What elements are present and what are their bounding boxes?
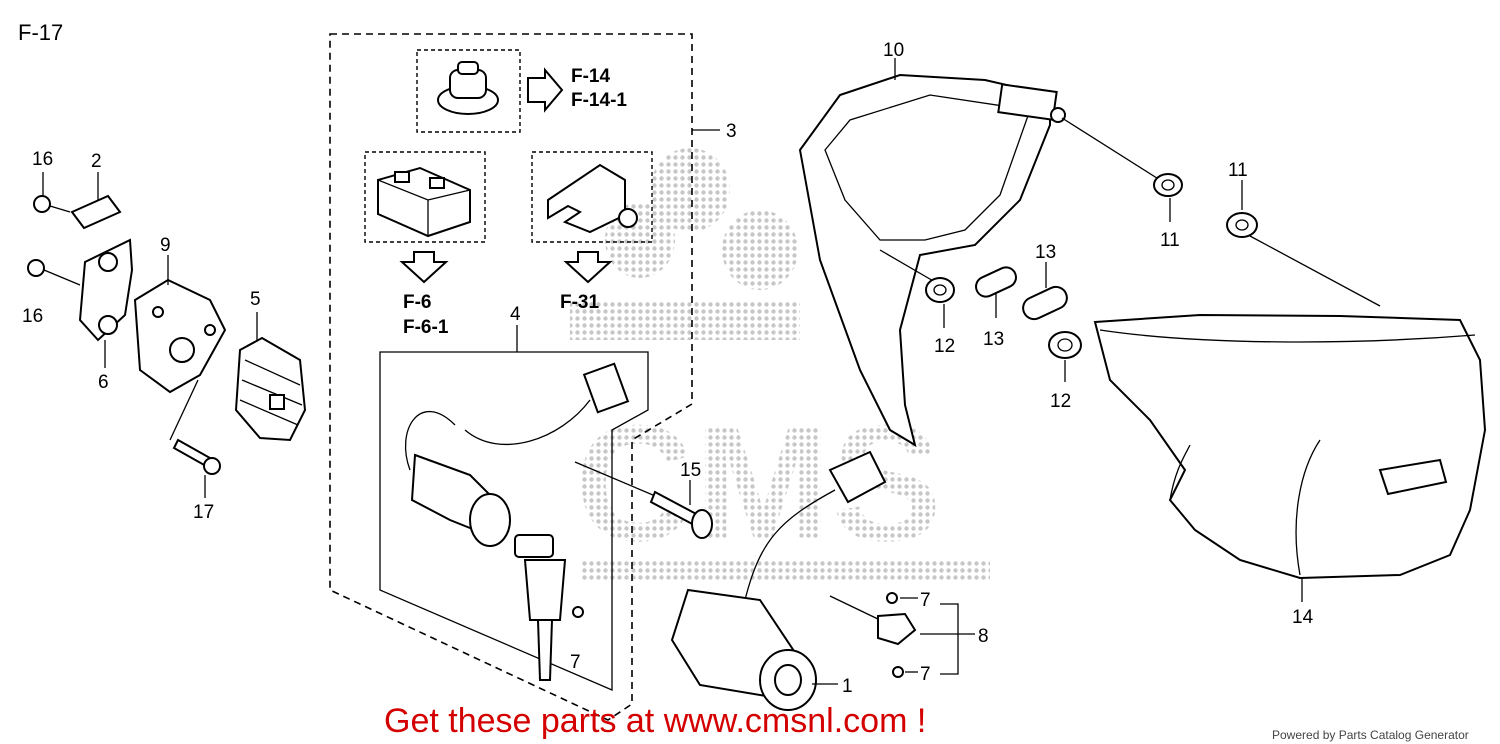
bolt-16-lower (27, 259, 81, 286)
callout-5: 5 (250, 289, 261, 310)
callout-7a: 7 (570, 652, 581, 673)
switch-block-part (377, 166, 471, 238)
plate-2-part (70, 194, 122, 230)
callout-2: 2 (91, 151, 102, 172)
grommet-13a-part (975, 266, 1017, 298)
side-cover-14-part (1093, 313, 1487, 580)
callout-12b: 12 (1050, 391, 1071, 412)
callout-13b: 13 (1035, 242, 1056, 263)
bolt-16-upper (33, 195, 71, 213)
ref-box-f6 (364, 151, 486, 243)
seat-lock-1-part (670, 450, 887, 711)
callout-4: 4 (510, 304, 521, 325)
group-box-4 (379, 351, 649, 691)
ref-f14[interactable]: F-14 (571, 66, 611, 87)
callout-17: 17 (193, 502, 214, 523)
key-8-part (829, 592, 917, 678)
callout-11b: 11 (1228, 160, 1248, 181)
callout-11a: 11 (1160, 230, 1180, 251)
promo-link[interactable]: Get these parts at www.cmsnl.com ! (384, 702, 926, 740)
ref-f31[interactable]: F-31 (560, 292, 600, 313)
callout-7b: 7 (920, 590, 931, 611)
grommet-12b-part (1048, 331, 1082, 359)
callout-15: 15 (680, 460, 701, 481)
plate-9-part (133, 278, 227, 394)
callout-10: 10 (883, 40, 904, 61)
bracket-clip-part (547, 163, 638, 234)
shutter-5-part (234, 336, 307, 442)
callout-7c: 7 (920, 664, 931, 685)
ref-f14-1[interactable]: F-14-1 (571, 90, 627, 111)
watermark: CMS (570, 148, 990, 582)
ref-f6-1[interactable]: F-6-1 (403, 317, 449, 338)
side-cover-10-part (798, 73, 1066, 448)
callout-3: 3 (726, 121, 737, 142)
arrow-down-icon (399, 251, 449, 284)
grommet-12a-part (925, 277, 955, 303)
ref-box-f14 (416, 49, 521, 133)
screw-15-part (649, 490, 713, 539)
grommet-11a-part (1153, 173, 1183, 197)
callout-12a: 12 (934, 336, 955, 357)
bracket-6-part (78, 238, 134, 342)
grommet-13b-part (1022, 285, 1068, 321)
callout-16a: 16 (32, 149, 53, 170)
grommet-11b-part (1226, 212, 1258, 238)
callout-9: 9 (160, 235, 171, 256)
arrow-right-icon (527, 67, 564, 113)
callout-16b: 16 (22, 306, 43, 327)
group-box-3 (329, 33, 693, 721)
powered-by: Powered by Parts Catalog Generator (1272, 728, 1469, 742)
ref-box-f31 (531, 151, 653, 243)
callout-13a: 13 (983, 329, 1004, 350)
arrow-down-icon (563, 251, 613, 284)
callout-8: 8 (978, 626, 989, 647)
knob-part (437, 61, 499, 115)
callout-6: 6 (98, 372, 109, 393)
ref-f6[interactable]: F-6 (403, 292, 432, 313)
page-code: F-17 (18, 20, 63, 45)
ignition-switch-part (405, 362, 630, 681)
callout-1: 1 (842, 676, 853, 697)
callout-14: 14 (1292, 607, 1314, 628)
bolt-17-part (169, 379, 221, 475)
